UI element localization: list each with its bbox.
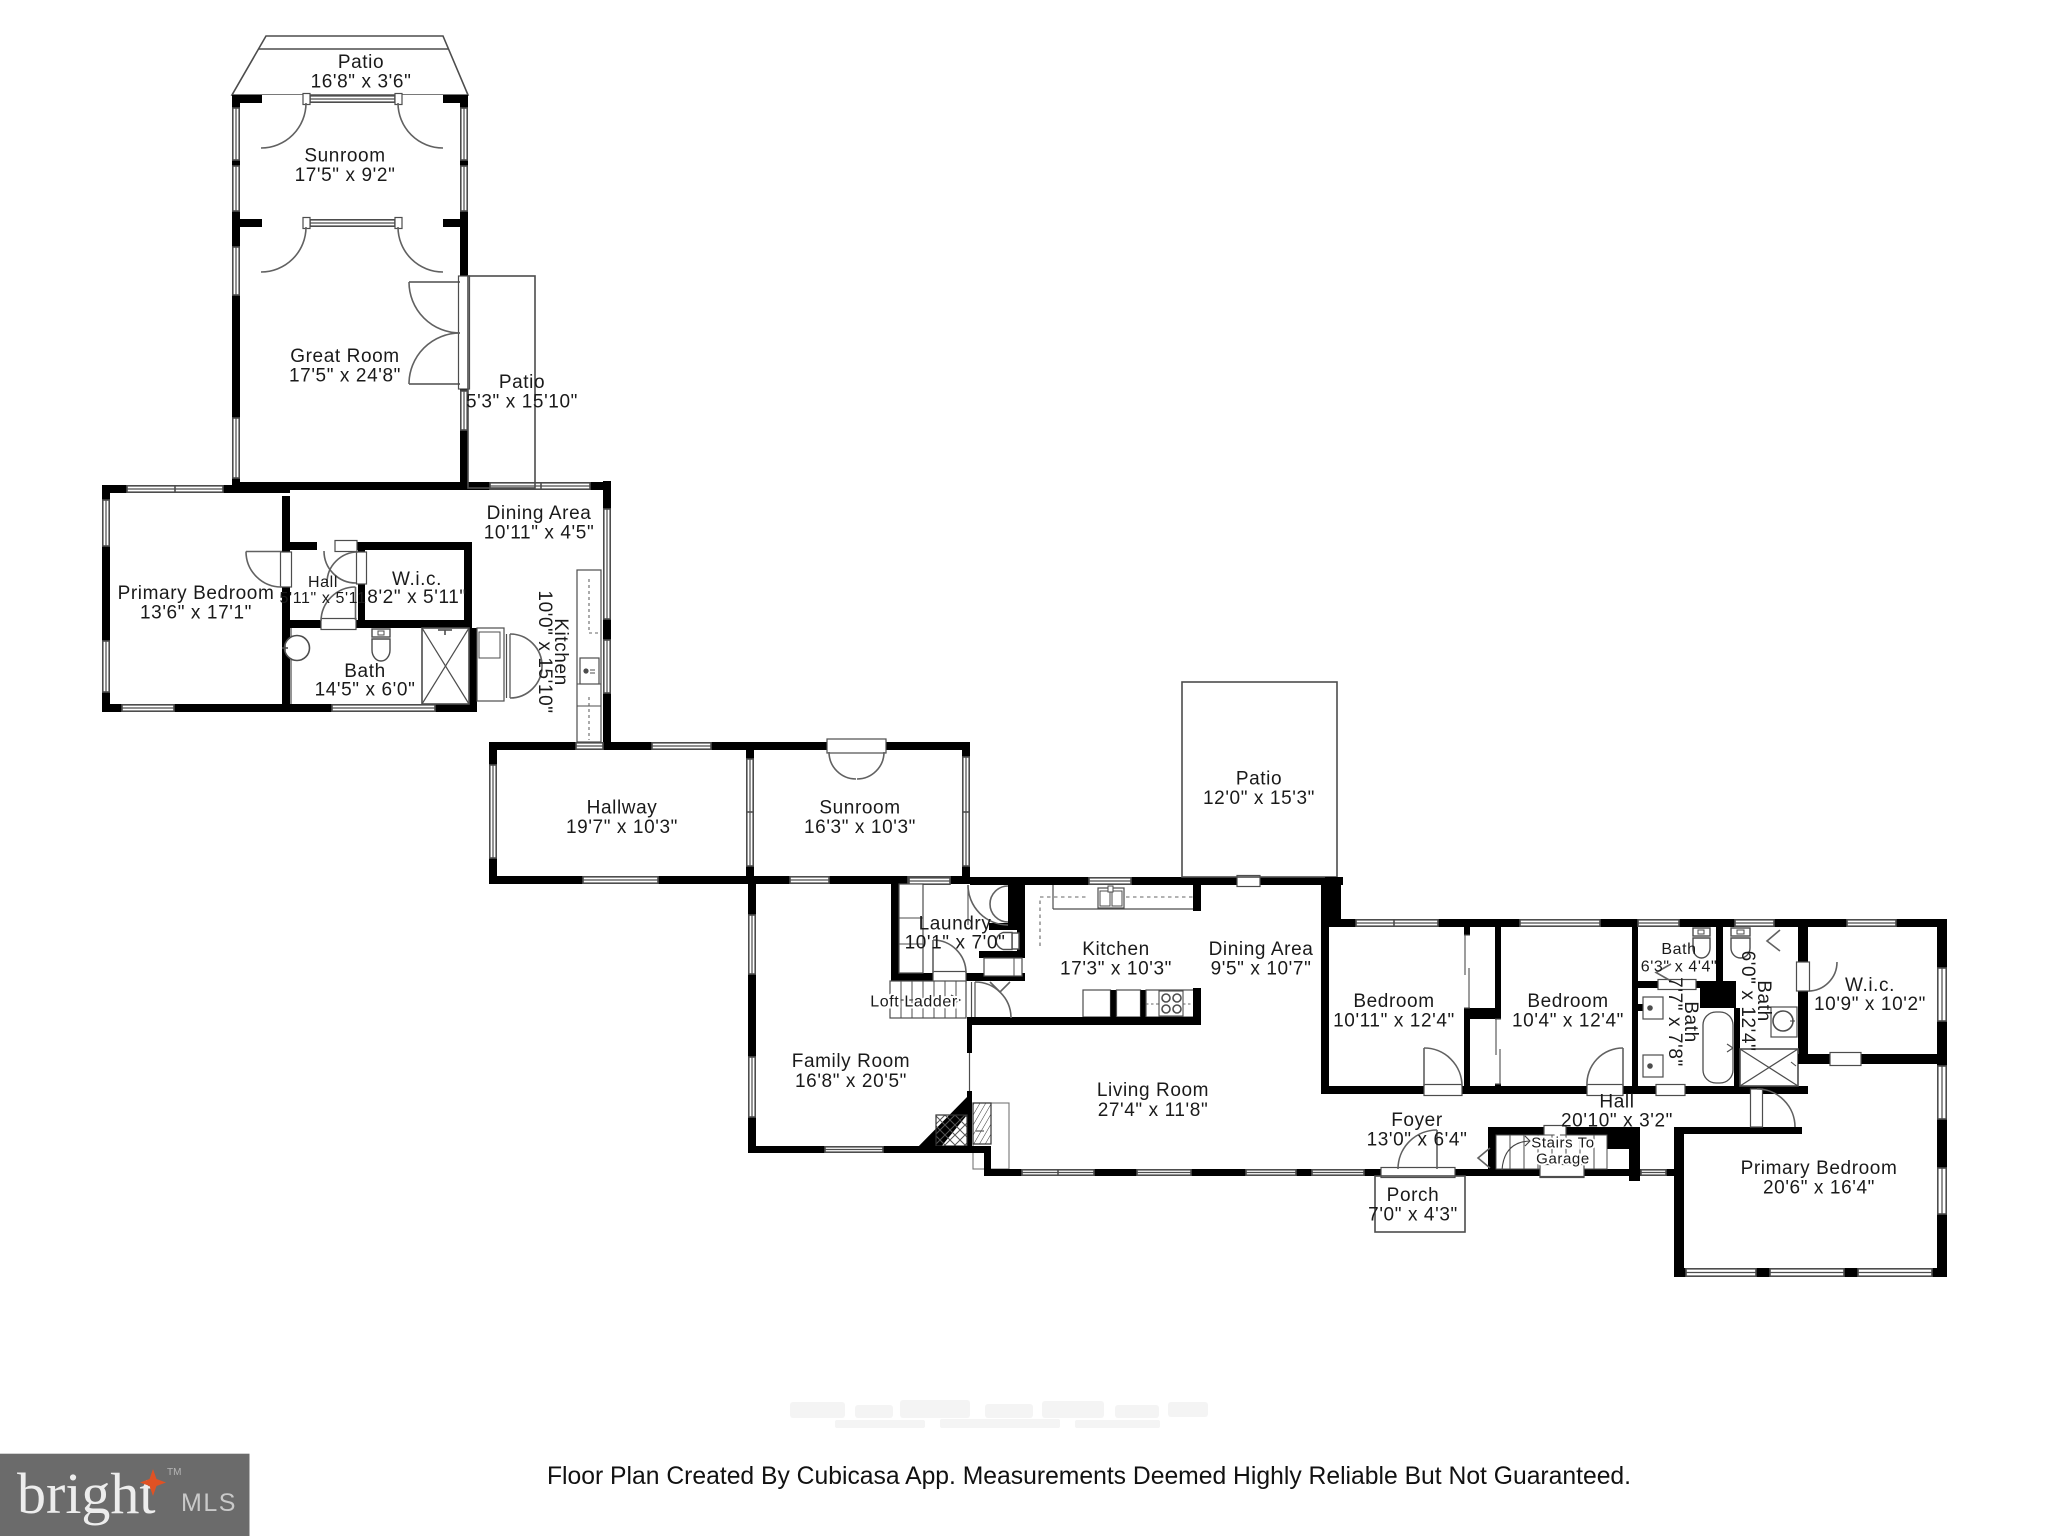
svg-text:Sunroom: Sunroom <box>819 798 900 819</box>
svg-text:16'8" x 3'6": 16'8" x 3'6" <box>311 72 412 93</box>
svg-text:Hall: Hall <box>308 574 338 591</box>
svg-text:10'0" x 15'10": 10'0" x 15'10" <box>534 590 555 713</box>
svg-text:Laundry: Laundry <box>919 914 992 935</box>
svg-text:Family Room: Family Room <box>792 1051 911 1072</box>
svg-text:Sunroom: Sunroom <box>304 146 385 167</box>
svg-text:TM: TM <box>167 1467 181 1478</box>
svg-text:10'1" x 7'0": 10'1" x 7'0" <box>905 933 1006 954</box>
svg-text:Hallway: Hallway <box>587 798 658 819</box>
svg-text:14'5" x 6'0": 14'5" x 6'0" <box>315 680 416 701</box>
svg-text:Porch: Porch <box>1387 1185 1440 1206</box>
svg-text:13'6" x 17'1": 13'6" x 17'1" <box>140 603 252 624</box>
svg-text:Bedroom: Bedroom <box>1527 991 1608 1012</box>
svg-text:Bath: Bath <box>344 661 386 682</box>
svg-text:bright: bright <box>17 1461 156 1526</box>
svg-text:5'11" x 5'11: 5'11" x 5'11 <box>280 590 367 607</box>
svg-text:Stairs To: Stairs To <box>1531 1135 1594 1152</box>
svg-text:MLS: MLS <box>181 1489 237 1517</box>
svg-text:Patio: Patio <box>499 372 545 393</box>
svg-text:17'5" x 24'8": 17'5" x 24'8" <box>289 366 401 387</box>
svg-text:10'9" x 10'2": 10'9" x 10'2" <box>1814 994 1926 1015</box>
svg-text:6'3" x 4'4": 6'3" x 4'4" <box>1641 959 1718 976</box>
svg-text:Primary Bedroom: Primary Bedroom <box>1741 1158 1898 1179</box>
svg-text:7'7" x 7'8": 7'7" x 7'8" <box>1664 977 1685 1067</box>
svg-text:6'0" x 12'4": 6'0" x 12'4" <box>1737 951 1758 1052</box>
svg-text:Living Room: Living Room <box>1097 1080 1209 1101</box>
svg-text:Kitchen: Kitchen <box>550 618 571 686</box>
svg-text:Loft Ladder: Loft Ladder <box>870 994 958 1011</box>
svg-text:Bath: Bath <box>1661 941 1696 958</box>
svg-text:27'4" x 11'8": 27'4" x 11'8" <box>1098 1100 1209 1121</box>
svg-text:12'0" x 15'3": 12'0" x 15'3" <box>1203 788 1315 809</box>
svg-text:W.i.c.: W.i.c. <box>392 569 442 590</box>
svg-text:8'2" x 5'11": 8'2" x 5'11" <box>367 587 466 608</box>
svg-text:17'5" x 9'2": 17'5" x 9'2" <box>295 165 396 186</box>
svg-text:19'7" x 10'3": 19'7" x 10'3" <box>566 817 678 838</box>
svg-text:10'11" x 12'4": 10'11" x 12'4" <box>1333 1011 1455 1032</box>
svg-text:Patio: Patio <box>338 52 384 73</box>
svg-text:Garage: Garage <box>1536 1151 1590 1168</box>
svg-text:Dining Area: Dining Area <box>1209 939 1314 960</box>
svg-text:Kitchen: Kitchen <box>1082 939 1150 960</box>
svg-text:Dining Area: Dining Area <box>487 503 592 524</box>
svg-text:13'0" x 6'4": 13'0" x 6'4" <box>1367 1130 1468 1151</box>
svg-text:Primary Bedroom: Primary Bedroom <box>118 583 275 604</box>
svg-text:Bath: Bath <box>1753 980 1774 1022</box>
svg-text:16'3" x 10'3": 16'3" x 10'3" <box>804 817 916 838</box>
svg-text:Foyer: Foyer <box>1391 1110 1443 1131</box>
svg-text:Patio: Patio <box>1236 769 1282 790</box>
svg-text:7'0" x 4'3": 7'0" x 4'3" <box>1368 1205 1458 1226</box>
svg-text:Bath: Bath <box>1680 1001 1701 1043</box>
svg-text:Floor Plan Created By Cubicasa: Floor Plan Created By Cubicasa App. Meas… <box>547 1463 1631 1490</box>
svg-text:20'6" x 16'4": 20'6" x 16'4" <box>1763 1178 1875 1199</box>
svg-text:W.i.c.: W.i.c. <box>1845 975 1895 996</box>
svg-text:9'5" x 10'7": 9'5" x 10'7" <box>1211 959 1312 980</box>
svg-text:5'3" x 15'10": 5'3" x 15'10" <box>466 392 578 413</box>
svg-text:Bedroom: Bedroom <box>1353 991 1434 1012</box>
svg-text:Hall: Hall <box>1599 1092 1634 1113</box>
svg-text:16'8" x 20'5": 16'8" x 20'5" <box>795 1071 907 1092</box>
svg-text:17'3" x 10'3": 17'3" x 10'3" <box>1060 959 1172 980</box>
svg-text:Great Room: Great Room <box>290 346 399 367</box>
svg-text:20'10" x 3'2": 20'10" x 3'2" <box>1561 1111 1673 1132</box>
svg-text:10'4" x 12'4": 10'4" x 12'4" <box>1512 1011 1624 1032</box>
svg-text:10'11" x 4'5": 10'11" x 4'5" <box>484 523 595 544</box>
